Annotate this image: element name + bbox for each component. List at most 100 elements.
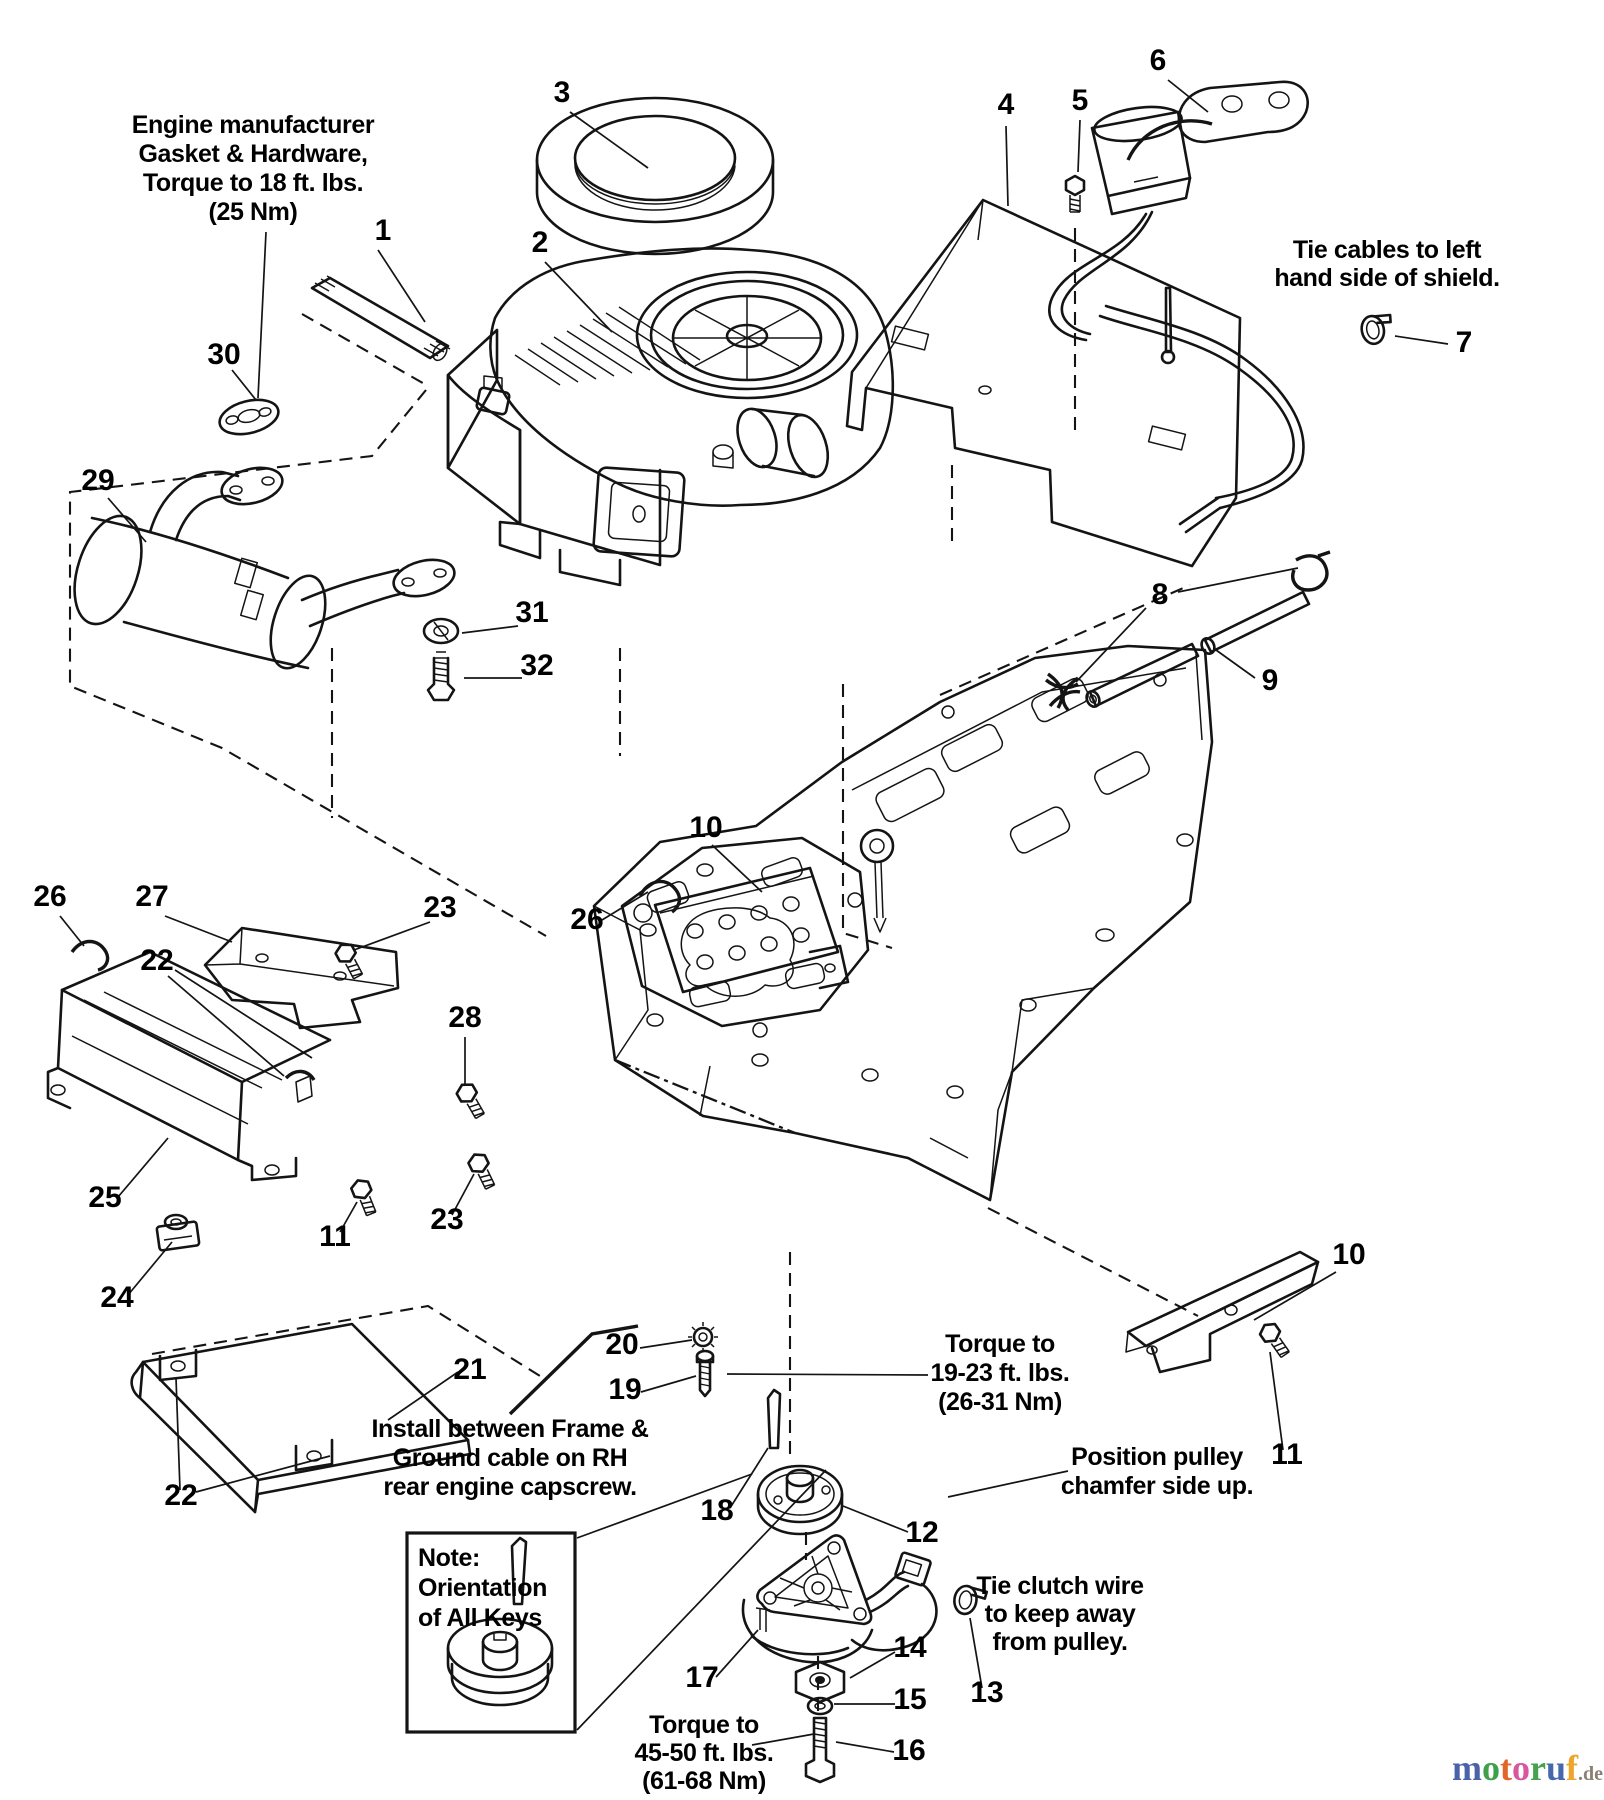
air-cleaner-drawing <box>535 96 775 256</box>
install-ground-line3: rear engine capscrew. <box>383 1473 636 1501</box>
part-label-20: 20 <box>605 1328 638 1361</box>
part-label-23b: 23 <box>430 1203 463 1236</box>
tube-clip-drawing <box>1044 550 1331 712</box>
nut-14-drawing <box>794 1660 846 1704</box>
assembly-dashed-lines <box>68 228 1199 1714</box>
part-label-27: 27 <box>135 880 168 913</box>
part-label-28: 28 <box>448 1001 481 1034</box>
part-label-8: 8 <box>1152 578 1169 611</box>
logo-letter: f <box>1566 1748 1578 1788</box>
key-18-drawing <box>766 1388 782 1450</box>
screw-11a-drawing <box>348 1175 381 1219</box>
washer-20-drawing <box>688 1322 718 1352</box>
part-number-labels: 1 2 3 4 5 6 7 8 9 10 26 26 27 22 23 28 2… <box>33 44 1472 1767</box>
key-note-box <box>405 1531 577 1734</box>
part-label-11b: 11 <box>1271 1438 1303 1471</box>
bolt-32-drawing <box>426 651 456 702</box>
tray-drawing <box>130 1322 472 1514</box>
key-note-line1: Note: <box>418 1544 480 1572</box>
engine-stud-drawing <box>310 275 451 362</box>
pulley-12-drawing <box>756 1464 844 1536</box>
tie-cables-note: Tie cables to left hand side of shield. <box>1274 236 1500 292</box>
part-label-22a: 22 <box>140 944 173 977</box>
part-label-19: 19 <box>608 1373 641 1406</box>
part-label-12: 12 <box>905 1516 938 1549</box>
torque-19-23-line2: 19-23 ft. lbs. <box>931 1359 1070 1387</box>
clip-22a-drawing <box>284 1069 316 1081</box>
tie-cables-line1: Tie cables to left <box>1293 236 1482 264</box>
part-label-29: 29 <box>81 464 114 497</box>
part-label-13: 13 <box>970 1676 1003 1709</box>
plate-10-drawing <box>653 866 850 994</box>
gasket-note-line3: Torque to 18 ft. lbs. <box>143 169 363 197</box>
position-pulley-note: Position pulley chamfer side up. <box>1061 1443 1254 1500</box>
bolt-5-drawing <box>1064 174 1086 214</box>
part-label-23a: 23 <box>423 891 456 924</box>
torque-19-23-line3: (26-31 Nm) <box>938 1388 1062 1416</box>
part-label-7: 7 <box>1456 326 1473 359</box>
engine-drawing <box>446 247 895 587</box>
part-label-9: 9 <box>1262 664 1279 697</box>
tie-cables-line2: hand side of shield. <box>1274 264 1499 292</box>
screw-11b-drawing <box>1255 1318 1294 1362</box>
heat-shield-25-drawing <box>46 950 332 1182</box>
torque-45-50-line3: (61-68 Nm) <box>642 1767 766 1795</box>
logo-letter: m <box>1451 1748 1482 1788</box>
gasket-note-line2: Gasket & Hardware, <box>138 140 367 168</box>
install-ground-note: Install between Frame & Ground cable on … <box>372 1415 650 1501</box>
position-pulley-line2: chamfer side up. <box>1061 1472 1253 1500</box>
motoruf-watermark-logo[interactable]: motoruf.de <box>1433 1748 1603 1794</box>
clutch-17-drawing <box>741 1534 938 1664</box>
gasket-note-line4: (25 Nm) <box>209 198 298 226</box>
part-label-4: 4 <box>998 88 1015 121</box>
key-note-line3: of All Keys <box>418 1604 542 1632</box>
exhaust-gasket-drawing <box>218 398 280 436</box>
cable-tie-7-drawing <box>1357 310 1397 348</box>
screw-23b-drawing <box>464 1149 500 1193</box>
frame-drawing <box>592 644 1214 1202</box>
torque-45-50-note: Torque to 45-50 ft. lbs. (61-68 Nm) <box>635 1711 774 1795</box>
key-switch-drawing <box>1048 80 1309 534</box>
tie-clutch-line3: from pulley. <box>992 1628 1127 1656</box>
logo-letter: o <box>1481 1748 1500 1788</box>
torque-19-23-line1: Torque to <box>945 1330 1055 1358</box>
gasket-torque-note: Engine manufacturer Gasket & Hardware, T… <box>132 111 376 226</box>
part-label-32: 32 <box>520 649 553 682</box>
leader-lines <box>59 79 1449 1753</box>
engine-switch-box <box>592 466 686 558</box>
logo-letter: u <box>1545 1748 1566 1788</box>
tie-clutch-line1: Tie clutch wire <box>976 1572 1144 1600</box>
install-ground-line2: Ground cable on RH <box>393 1444 627 1472</box>
key-note-line2: Orientation <box>418 1574 547 1602</box>
part-label-16: 16 <box>892 1734 925 1767</box>
muffler-drawing <box>73 466 456 670</box>
part-label-11a: 11 <box>319 1220 351 1253</box>
part-label-3: 3 <box>554 76 571 109</box>
bolt-19-drawing <box>695 1349 715 1398</box>
part-label-15: 15 <box>893 1683 926 1716</box>
position-pulley-line1: Position pulley <box>1071 1443 1243 1471</box>
torque-19-23-note: Torque to 19-23 ft. lbs. (26-31 Nm) <box>931 1330 1070 1416</box>
part-label-30: 30 <box>207 338 240 371</box>
part-label-1: 1 <box>375 214 392 247</box>
gasket-note-line1: Engine manufacturer <box>132 111 375 139</box>
part-label-26a: 26 <box>33 880 66 913</box>
bracket-10b-drawing <box>1125 1250 1320 1374</box>
logo-letter: r <box>1529 1748 1546 1788</box>
washer-31-drawing <box>422 617 460 645</box>
washer-15-drawing <box>806 1696 834 1716</box>
part-label-25: 25 <box>88 1181 121 1214</box>
logo-letter: o <box>1511 1748 1530 1788</box>
part-label-22b: 22 <box>164 1479 197 1512</box>
engine-canister <box>712 407 830 479</box>
clip-26b-drawing <box>638 879 682 914</box>
part-label-5: 5 <box>1072 84 1089 117</box>
part-label-21: 21 <box>453 1353 486 1386</box>
part-label-14: 14 <box>893 1631 927 1664</box>
annotation-texts: Engine manufacturer Gasket & Hardware, T… <box>132 111 1500 1795</box>
part-label-17: 17 <box>685 1661 718 1694</box>
screw-28-drawing <box>452 1079 490 1122</box>
install-ground-line1: Install between Frame & <box>372 1415 649 1443</box>
